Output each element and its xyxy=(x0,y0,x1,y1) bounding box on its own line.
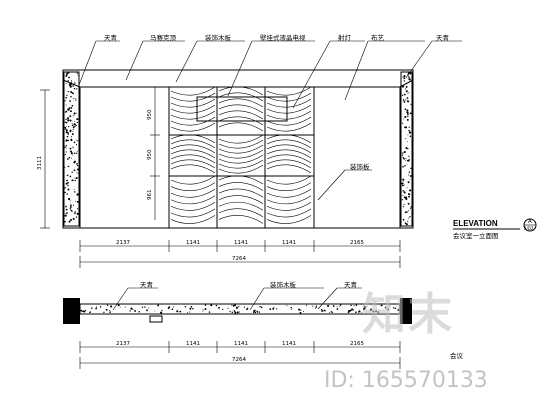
plan-partial-label: 会议 xyxy=(450,351,464,360)
plan-dim-seg-5: 2165 xyxy=(350,341,364,347)
plan-right-column xyxy=(400,298,412,324)
dim-seg-3: 1141 xyxy=(234,240,248,246)
plan-dim-seg-4: 1141 xyxy=(282,341,296,347)
plan-label-left: 天青 xyxy=(140,280,154,289)
height-total: 3111 xyxy=(37,156,43,170)
plan-dim-seg-3: 1141 xyxy=(234,341,248,347)
plan-dim-seg-2: 1141 xyxy=(186,341,200,347)
elevation-title-block: ELEVATION A 2/D2 会议室一立面图 xyxy=(453,218,537,240)
watermark-id: ID: 165570133 xyxy=(324,368,488,393)
vdim-2: 950 xyxy=(147,149,153,160)
label-panel: 装饰木板 xyxy=(205,33,232,42)
elevation-badge-bottom: 2/D2 xyxy=(524,226,534,231)
plan-notch xyxy=(149,315,163,323)
dim-seg-2: 1141 xyxy=(186,240,200,246)
label-fabric: 布艺 xyxy=(371,33,385,42)
tv-screen xyxy=(196,96,288,122)
elevation-frame xyxy=(62,69,414,229)
label-marble-top: 马赛克顶 xyxy=(150,33,177,42)
inner-vertical-dims: 950 950 961 xyxy=(147,87,160,220)
dim-total: 7264 xyxy=(232,256,246,262)
vdim-1: 950 xyxy=(147,109,153,120)
top-labels: 天青 马赛克顶 装饰木板 壁挂式液晶电视 射灯 布艺 天青 装饰板 xyxy=(78,33,462,201)
plan-dims: 2137 1141 1141 1141 2165 7264 xyxy=(79,341,401,369)
dim-seg-1: 2137 xyxy=(116,240,130,246)
plan-view: 天青 装饰木板 天青 xyxy=(63,280,412,324)
dim-seg-5: 2165 xyxy=(350,240,364,246)
label-light: 射灯 xyxy=(338,33,352,42)
left-stone-column xyxy=(63,71,80,227)
right-stone-column xyxy=(400,71,413,227)
plan-label-middle: 装饰木板 xyxy=(270,280,297,289)
elevation-title: ELEVATION xyxy=(453,219,498,228)
label-tv: 壁挂式液晶电视 xyxy=(260,33,306,42)
plan-dim-seg-1: 2137 xyxy=(116,341,130,347)
elevation-badge-top: A xyxy=(528,219,532,225)
feature-wall xyxy=(168,86,315,229)
plan-left-column xyxy=(63,298,80,324)
watermark-logo: 知末 xyxy=(362,289,454,340)
plan-dim-total: 7264 xyxy=(232,357,246,363)
vdim-3: 961 xyxy=(147,190,153,201)
plan-label-right: 天青 xyxy=(344,280,358,289)
label-top-left: 天青 xyxy=(104,33,118,42)
dim-seg-4: 1141 xyxy=(282,240,296,246)
elevation-dims: 2137 1141 1141 1141 2165 7264 xyxy=(79,240,401,268)
height-dimension: 3111 xyxy=(37,89,50,229)
elevation-subtitle: 会议室一立面图 xyxy=(453,231,499,240)
label-side-panel: 装饰板 xyxy=(350,162,370,171)
label-top-right: 天青 xyxy=(436,33,450,42)
